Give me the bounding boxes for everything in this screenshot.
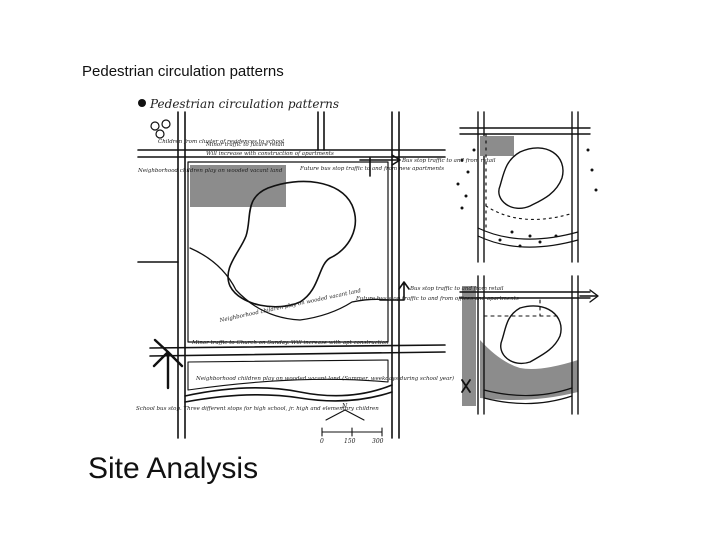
note-minor-traffic-retail: Minor traffic to future retail [205,142,285,148]
west-road [177,111,186,439]
slide-caption: Pedestrian circulation patterns [82,63,284,80]
east-road [391,111,400,439]
inset-top-dots [456,148,598,248]
residence-cluster [150,119,171,139]
note-church-traffic: Minor traffic to Church on Sunday. Will … [191,340,389,346]
slide-heading: Site Analysis [88,452,259,485]
scale-tick-300: 300 [372,438,384,445]
scale-tick-0: 0 [320,438,324,445]
north-stub [317,111,325,151]
arrow-east-upper [359,154,401,166]
wiggle-road [184,384,393,403]
note-bus-stop-retail-mid: Bus stop traffic to and from retail [409,286,504,292]
note-future-bus-offices: Future bus stop traffic to and from offi… [355,296,519,302]
school-bus-arrows [152,338,184,390]
main-site-plan [137,111,446,439]
drawing-title: Pedestrian circulation patterns [149,97,339,111]
mid-road [149,344,446,357]
site-boundary [187,161,389,343]
title-bullet [138,99,146,107]
inset-plan-bottom [459,275,599,415]
inset-plan-top [459,111,591,263]
scale-tick-150: 150 [344,438,356,445]
scale-bar [321,409,383,437]
arrow-east-mid [379,281,410,301]
lower-parcel [187,359,389,391]
note-children-school: Children from cluster of residences to s… [158,139,284,145]
note-bus-stop-retail-top: Bus stop traffic to and from retail [401,158,496,164]
pond [227,180,357,308]
wooded-edge [189,247,389,321]
note-school-bus-stop: School bus stop. Three different stops f… [136,406,379,412]
shaded-parcel [190,165,286,207]
note-children-play-lower: Neighborhood children play on wooded vac… [195,375,454,382]
note-future-bus-stop: Future bus stop traffic to and from new … [299,166,444,172]
note-increase-apartments: Will increase with construction of apart… [206,151,334,157]
note-children-play-west: Neighborhood children play on wooded vac… [137,168,283,174]
north-label: N [341,403,348,410]
